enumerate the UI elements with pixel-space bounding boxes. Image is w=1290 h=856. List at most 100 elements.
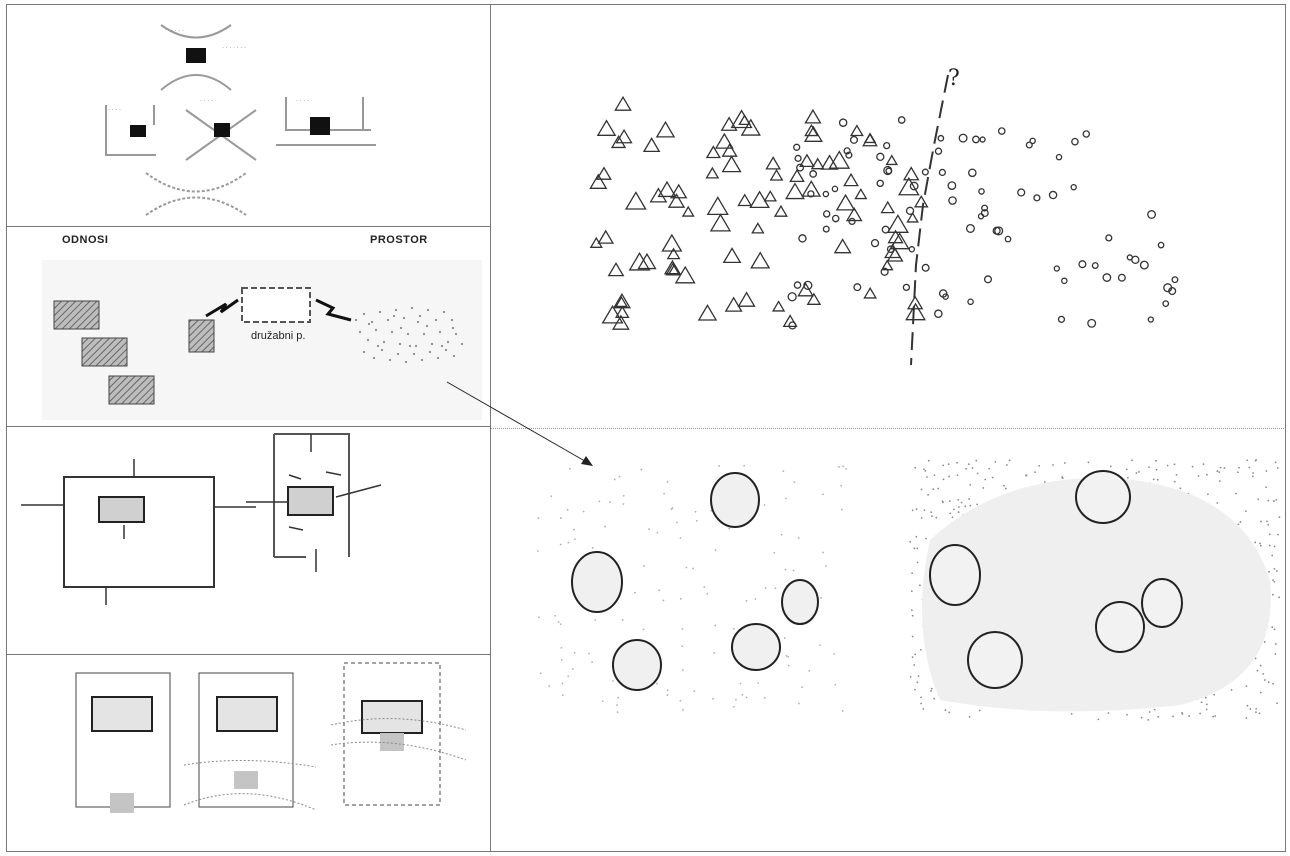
stipple-dot bbox=[537, 550, 539, 552]
stipple-dot bbox=[1265, 486, 1268, 489]
triangle-marker bbox=[849, 124, 864, 137]
triangle-marker bbox=[798, 153, 815, 168]
stipple-dot bbox=[1038, 464, 1041, 467]
stipple-dot bbox=[957, 498, 960, 501]
stipple-dot bbox=[1173, 480, 1176, 483]
circle-marker bbox=[902, 283, 911, 292]
triangle-marker bbox=[601, 304, 624, 324]
stipple-dot bbox=[658, 589, 661, 592]
stipple-dot bbox=[1237, 523, 1240, 526]
circle-marker bbox=[908, 246, 916, 253]
stipple-dot bbox=[1267, 681, 1270, 684]
stipple-dot bbox=[841, 710, 844, 712]
stipple-dot bbox=[656, 531, 659, 534]
circle-marker bbox=[1061, 277, 1068, 285]
circle-marker bbox=[1070, 183, 1077, 191]
circle-marker bbox=[947, 181, 957, 190]
circle-marker bbox=[803, 280, 813, 290]
stipple-dot bbox=[917, 675, 920, 678]
triangle-marker bbox=[724, 296, 743, 312]
stipple-dot bbox=[567, 675, 570, 678]
stipple-dot bbox=[618, 475, 621, 478]
circle-marker bbox=[921, 263, 930, 272]
stipple-dot bbox=[739, 682, 742, 685]
stipple-dot bbox=[1246, 704, 1249, 707]
circle-marker bbox=[1017, 188, 1026, 197]
stipple-dot bbox=[845, 468, 848, 470]
triangle-marker bbox=[661, 233, 683, 252]
circle-marker bbox=[1162, 300, 1170, 308]
stipple-dot bbox=[1063, 462, 1066, 464]
relations-heading: ODNOSI bbox=[62, 234, 109, 246]
triangle-marker bbox=[751, 222, 765, 234]
stipple-dot bbox=[968, 498, 970, 500]
question-mark: ? bbox=[948, 66, 960, 91]
triangle-marker bbox=[854, 188, 868, 200]
circle-marker bbox=[965, 223, 975, 233]
stipple-dot bbox=[1245, 685, 1248, 688]
stipple-dot bbox=[920, 696, 922, 699]
stipple-dot bbox=[694, 510, 697, 513]
stipple-dot bbox=[662, 599, 665, 602]
triangle-marker bbox=[655, 120, 676, 138]
circle-marker bbox=[822, 190, 830, 198]
triangle-marker bbox=[835, 193, 856, 211]
stipple-dot bbox=[915, 508, 918, 511]
stipple-dot bbox=[932, 488, 935, 491]
circle-marker bbox=[909, 181, 919, 191]
stipple-dot bbox=[695, 519, 698, 522]
triangle-marker bbox=[803, 125, 823, 142]
stipple-dot bbox=[1175, 473, 1178, 476]
triangle-marker bbox=[709, 213, 732, 232]
triangle-marker bbox=[637, 252, 657, 270]
stipple-dot bbox=[1276, 467, 1279, 469]
stipple-dot bbox=[923, 509, 926, 512]
stipple-dot bbox=[1006, 464, 1008, 466]
stipple-dot bbox=[622, 495, 625, 497]
circle-marker bbox=[788, 321, 797, 330]
stipple-dot bbox=[1199, 712, 1201, 715]
circle-marker bbox=[1147, 316, 1154, 323]
triangle-marker bbox=[782, 314, 798, 328]
stipple-dot bbox=[1259, 664, 1262, 667]
stipple-dot bbox=[774, 587, 777, 590]
node-label: · · · · bbox=[171, 28, 184, 34]
triangle-marker bbox=[765, 156, 782, 170]
triangle-marker bbox=[889, 232, 910, 250]
circle-marker bbox=[934, 147, 943, 155]
cells-dense bbox=[909, 459, 1281, 721]
stipple-dot bbox=[1173, 463, 1176, 466]
stipple-dot bbox=[969, 504, 972, 507]
stipple-dot bbox=[820, 596, 823, 599]
stipple-dot bbox=[787, 664, 790, 667]
stipple-dot bbox=[787, 655, 790, 658]
stipple-dot bbox=[1223, 467, 1226, 470]
triangle-marker bbox=[721, 143, 738, 157]
stipple-dot bbox=[916, 681, 919, 684]
stipple-dot bbox=[1273, 567, 1276, 570]
stipple-dot bbox=[539, 672, 542, 675]
stipple-dot bbox=[666, 694, 669, 697]
circle-marker bbox=[886, 245, 895, 253]
stipple-dot bbox=[834, 683, 837, 686]
stipple-dot bbox=[785, 654, 788, 657]
triangle-marker bbox=[785, 182, 805, 200]
stipple-dot bbox=[913, 664, 916, 666]
stipple-dot bbox=[1155, 459, 1158, 462]
stipple-dot bbox=[1275, 499, 1278, 501]
circle-marker bbox=[876, 152, 885, 161]
stipple-dot bbox=[714, 624, 717, 627]
stipple-dot bbox=[1258, 712, 1261, 715]
circle-marker bbox=[1029, 137, 1036, 145]
stipple-dot bbox=[559, 623, 562, 626]
stipple-dot bbox=[1070, 712, 1073, 715]
stipple-dot bbox=[911, 572, 914, 575]
stipple-dot bbox=[1252, 472, 1254, 474]
stipple-dot bbox=[671, 507, 674, 509]
stipple-dot bbox=[573, 652, 576, 654]
triangle-marker bbox=[596, 119, 617, 136]
stipple-dot bbox=[1268, 544, 1271, 547]
circle-marker bbox=[849, 135, 859, 144]
stipple-dot bbox=[1219, 466, 1222, 469]
node-diagrams bbox=[105, 24, 376, 216]
